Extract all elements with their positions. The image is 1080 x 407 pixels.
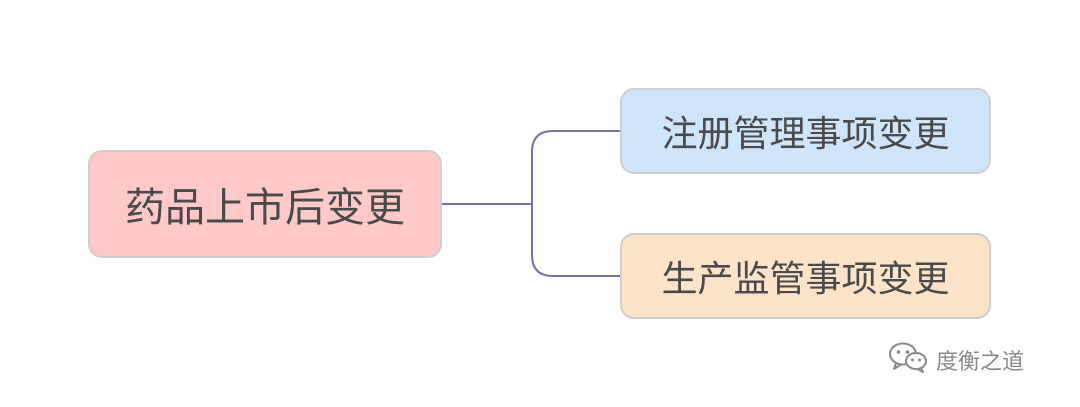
connector-to-child-1 bbox=[531, 130, 620, 204]
watermark-text: 度衡之道 bbox=[936, 350, 1025, 375]
child-node-production-label: 生产监管事项变更 bbox=[661, 259, 950, 300]
child-node-registration-label: 注册管理事项变更 bbox=[661, 114, 950, 155]
connector-to-child-2 bbox=[531, 204, 620, 277]
wechat-icon bbox=[888, 341, 928, 379]
root-node[interactable]: 药品上市后变更 bbox=[88, 150, 442, 258]
watermark: 度衡之道 bbox=[888, 340, 1024, 380]
root-node-label: 药品上市后变更 bbox=[125, 185, 405, 231]
child-node-production[interactable]: 生产监管事项变更 bbox=[620, 233, 991, 319]
child-node-registration[interactable]: 注册管理事项变更 bbox=[620, 88, 991, 174]
